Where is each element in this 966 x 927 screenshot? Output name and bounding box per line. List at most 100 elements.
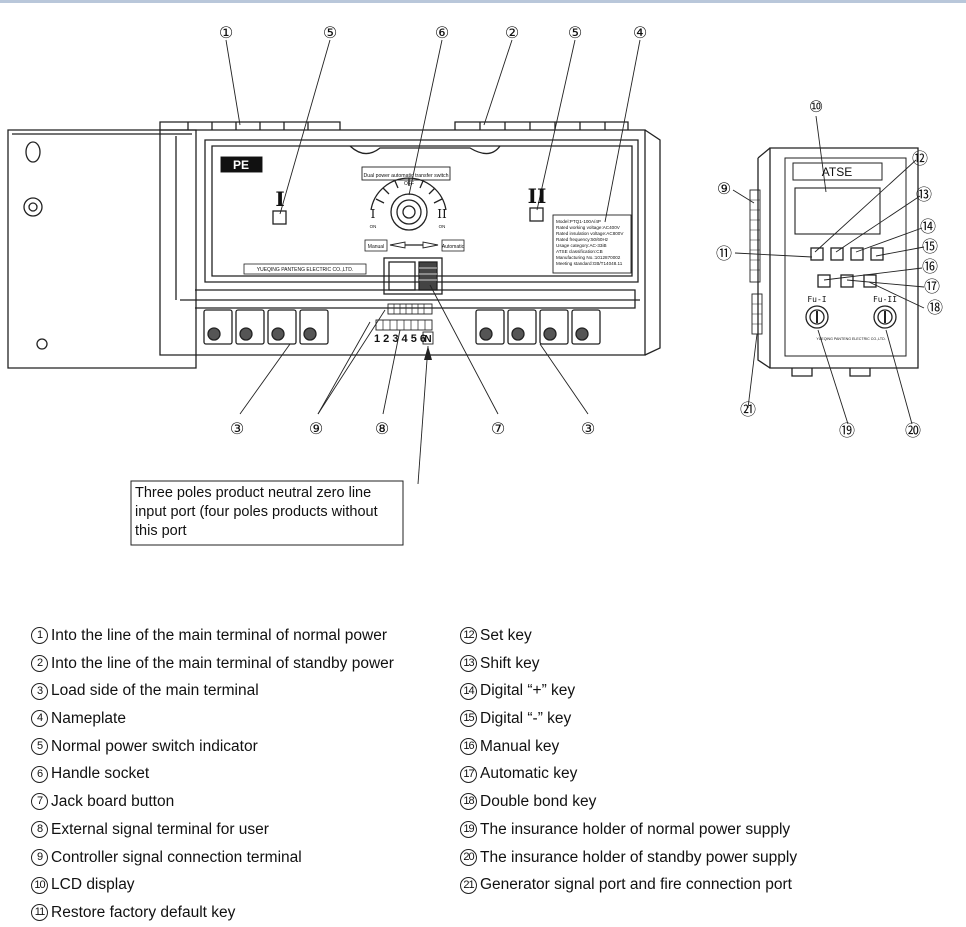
legend-num: 11 — [31, 904, 48, 922]
nameplate-line: Rated frequency:50/60Hz — [556, 237, 609, 242]
legend-num: 19 — [460, 821, 477, 839]
legend-num: 6 — [31, 765, 48, 783]
manual-label: Manual — [368, 244, 384, 250]
nameplate-line: Rated working voltage:AC400V — [556, 225, 621, 230]
callout-6: ⑥ — [435, 23, 449, 42]
position-II-label: II — [528, 184, 547, 208]
legend-num: 1 — [31, 627, 48, 645]
nameplate-line: Usage category:AC-33iB — [556, 243, 607, 248]
legend-text: Controller signal connection terminal — [51, 848, 302, 866]
legend-num: 3 — [31, 682, 48, 700]
automatic-label: Automatic — [442, 244, 465, 250]
legend-text: External signal terminal for user — [51, 820, 269, 838]
nameplate-line: Meeting standard:GB/T14048.11 — [556, 261, 623, 266]
legend-text: Generator signal port and fire connectio… — [480, 876, 792, 894]
legend-num: 14 — [460, 682, 477, 700]
callout-1: ① — [219, 23, 233, 42]
on-label-2: ON — [439, 224, 446, 229]
callout-16: ⑯ — [922, 257, 938, 276]
legend-num: 13 — [460, 655, 477, 673]
nameplate-line: Rated insulation voltage:AC800V — [556, 231, 624, 236]
fuse-2-label: Fu-II — [873, 295, 897, 304]
callout-9b: ⑨ — [717, 179, 731, 198]
legend-num: 16 — [460, 738, 477, 756]
legend-text: Manual key — [480, 737, 560, 755]
controller-body — [749, 147, 919, 377]
nameplate-text: Model:PTQ1-100A/4P Rated working voltage… — [556, 219, 624, 266]
legend-text: Set key — [480, 627, 532, 644]
callout-3: ③ — [230, 419, 244, 438]
callout-20: ⑳ — [905, 421, 921, 440]
neutral-arrow-head — [424, 346, 432, 360]
callout-11: ⑪ — [716, 244, 732, 263]
terminal-numbers: 1 2 3 4 5 6 — [374, 333, 426, 345]
maker-label: YUEQING PANTENG ELECTRIC CO.,LTD. — [257, 267, 354, 273]
legend-text: The insurance holder of standby power su… — [480, 848, 798, 866]
legend-num: 17 — [460, 765, 477, 783]
legend-text: Jack board button — [51, 793, 175, 811]
callout-7: ⑦ — [491, 419, 505, 438]
legend-num: 15 — [460, 710, 477, 728]
top-rule — [0, 0, 966, 3]
legend-num: 20 — [460, 848, 477, 866]
callout-5b: ⑤ — [568, 23, 582, 42]
callout-12: ⑫ — [912, 149, 928, 168]
legend-text: Automatic key — [480, 765, 578, 783]
legend-text: Restore factory default key — [51, 903, 236, 921]
controller-title: ATSE — [822, 165, 852, 179]
legend-num: 18 — [460, 793, 477, 811]
legend-text: Into the line of the main terminal of no… — [51, 627, 388, 644]
legend-text: Normal power switch indicator — [51, 737, 258, 755]
callout-14: ⑭ — [920, 217, 936, 236]
handle-II-label: II — [437, 207, 447, 221]
on-label-1: ON — [370, 224, 377, 229]
callout-18: ⑱ — [927, 298, 943, 317]
callout-5: ⑤ — [323, 23, 337, 42]
position-I-label: I — [275, 187, 284, 211]
callout-15: ⑮ — [922, 237, 938, 256]
legend-text: Shift key — [480, 654, 540, 672]
legend-num: 12 — [460, 627, 477, 645]
legend-text: Load side of the main terminal — [51, 682, 259, 700]
device-logo: PE — [233, 158, 249, 172]
switch-body — [7, 121, 661, 369]
legend-num: 21 — [460, 876, 477, 894]
nameplate-line: ATSE classification:CB — [556, 249, 603, 254]
handle-I-label: I — [371, 207, 376, 221]
callout-3b: ③ — [581, 419, 595, 438]
neutral-note: Three poles product neutral zero line in… — [135, 485, 378, 539]
switch-caption: Dual power automatic transfer switch — [363, 173, 448, 179]
nameplate-line: Model:PTQ1-100A/4P — [556, 219, 601, 224]
controller-maker: YUEQING PANTENG ELECTRIC CO.,LTD. — [816, 337, 885, 341]
legend-text: Digital “+” key — [480, 682, 576, 700]
callout-19: ⑲ — [839, 421, 855, 440]
legend-num: 10 — [31, 876, 48, 894]
legend-text: Nameplate — [51, 710, 126, 728]
legend-num: 5 — [31, 738, 48, 756]
legend-num: 2 — [31, 655, 48, 673]
callout-9: ⑨ — [309, 419, 323, 438]
neutral-mark: N — [424, 334, 431, 345]
legend-text: The insurance holder of normal power sup… — [480, 820, 791, 838]
callout-10: ⑩ — [809, 97, 823, 116]
